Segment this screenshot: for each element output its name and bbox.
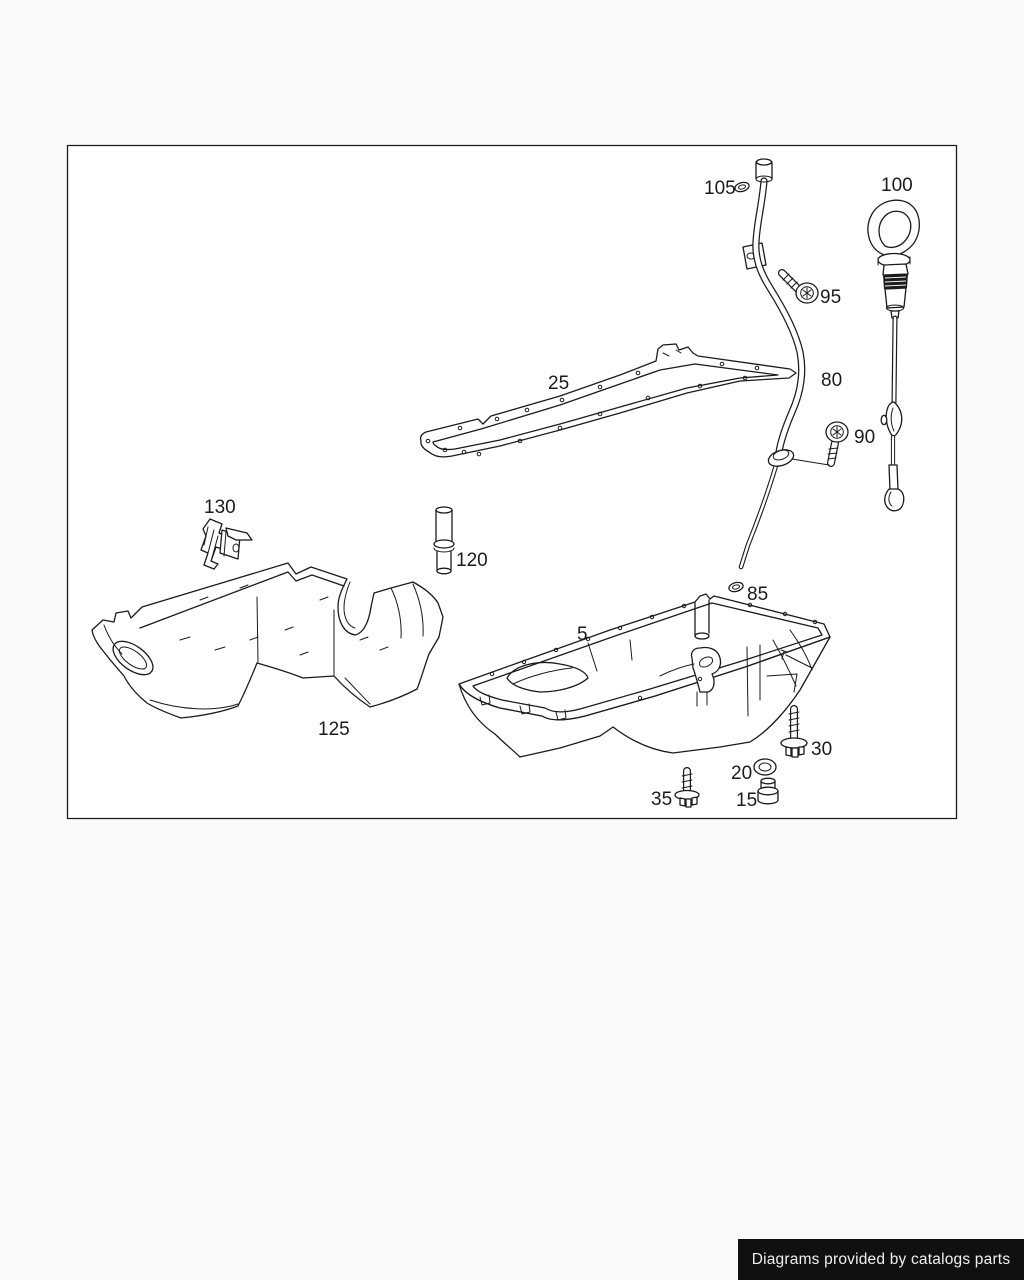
part-bolt-90 <box>825 421 849 467</box>
part-clip-130 <box>200 518 253 570</box>
part-oil-pan-5 <box>458 593 831 758</box>
oil-pan-rim <box>458 593 831 721</box>
gasket-bolt-holes <box>425 361 760 457</box>
callout-105: 105 <box>704 178 736 199</box>
callout-80: 80 <box>821 370 842 391</box>
part-seal-ring-20 <box>753 758 777 776</box>
part-bolt-30 <box>780 705 808 758</box>
callout-20: 20 <box>731 763 752 784</box>
callout-5: 5 <box>577 624 588 645</box>
callout-100: 100 <box>881 175 913 196</box>
part-baffle-plate-125 <box>91 562 444 719</box>
callout-130: 130 <box>204 497 236 518</box>
part-drain-plug-15 <box>757 777 779 805</box>
part-bolt-35 <box>674 767 700 808</box>
callout-35: 35 <box>651 789 672 810</box>
callout-90: 90 <box>854 427 875 448</box>
callout-95: 95 <box>820 287 841 308</box>
leader-lines <box>587 458 830 672</box>
part-guide-pin-120 <box>433 506 455 575</box>
callout-labels: 105 100 95 25 80 90 130 120 85 5 125 30 … <box>204 175 913 811</box>
footer-text: Diagrams provided by catalogs parts <box>751 1250 1011 1268</box>
footer-banner: Diagrams provided by catalogs parts <box>738 1239 1024 1280</box>
part-oil-pan-gasket-25 <box>419 343 797 458</box>
part-dipstick-guide-tube-80 <box>738 158 806 570</box>
dipstick-tip <box>884 488 905 512</box>
callout-30: 30 <box>811 739 832 760</box>
oil-return-bracket <box>690 646 722 693</box>
callout-85: 85 <box>747 584 768 605</box>
tube-top-cap <box>755 158 773 166</box>
callout-15: 15 <box>736 790 757 811</box>
pan-rim-bolt-holes <box>489 602 818 701</box>
callout-120: 120 <box>456 550 488 571</box>
part-dipstick-100 <box>867 199 920 512</box>
callout-25: 25 <box>548 373 569 394</box>
part-bolt-95 <box>778 269 819 304</box>
part-seal-ring-105 <box>734 181 750 193</box>
callout-125: 125 <box>318 719 350 740</box>
part-seal-ring-85 <box>728 581 744 593</box>
